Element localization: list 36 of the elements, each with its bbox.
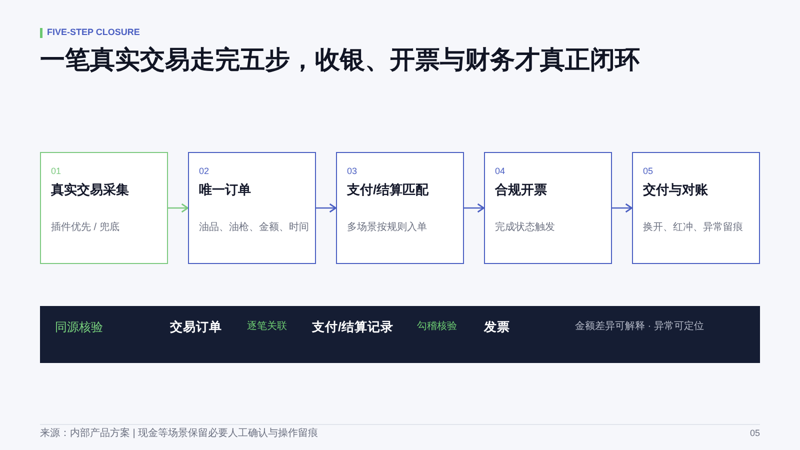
step-number: 05 [643,166,654,177]
step-description: 换开、红冲、异常留痕 [643,222,743,234]
record-label: 交易订单 [170,320,222,334]
step-description: 多场景按规则入单 [347,222,427,234]
step-number: 01 [51,166,62,177]
arrow [316,203,336,213]
band-note: 金额差异可解释 · 异常可定位 [575,321,704,333]
step-card [40,152,168,264]
step-title: 唯一订单 [199,182,251,198]
section-eyebrow: FIVE-STEP CLOSURE [47,27,140,38]
step-title: 真实交易采集 [51,182,129,198]
step-number: 03 [347,166,358,177]
step-description: 完成状态触发 [495,222,555,234]
step-title: 合规开票 [495,182,547,198]
step-card [484,152,612,264]
step-description: 插件优先 / 兜底 [51,222,120,234]
record-label: 支付/结算记录 [312,320,394,334]
step-card [188,152,316,264]
step-title: 支付/结算匹配 [347,182,429,198]
source-note: 来源：内部产品方案 | 现金等场景保留必要人工确认与操作留痕 [40,428,318,440]
summary-band [40,306,760,363]
step-number: 04 [495,166,506,177]
step-title: 交付与对账 [643,182,708,198]
band-heading: 同源核验 [55,320,103,334]
page-title: 一笔真实交易走完五步，收银、开票与财务才真正闭环 [40,45,640,75]
step-description: 油品、油枪、金额、时间 [199,222,309,234]
page-number: 05 [750,428,760,439]
record-label: 发票 [484,320,510,334]
step-card [632,152,760,264]
step-card [336,152,464,264]
relation-label: 勾稽核验 [417,321,457,333]
arrow [168,203,188,213]
relation-label: 逐笔关联 [247,321,287,333]
arrow [612,203,632,213]
arrow [464,203,484,213]
step-number: 02 [199,166,210,177]
